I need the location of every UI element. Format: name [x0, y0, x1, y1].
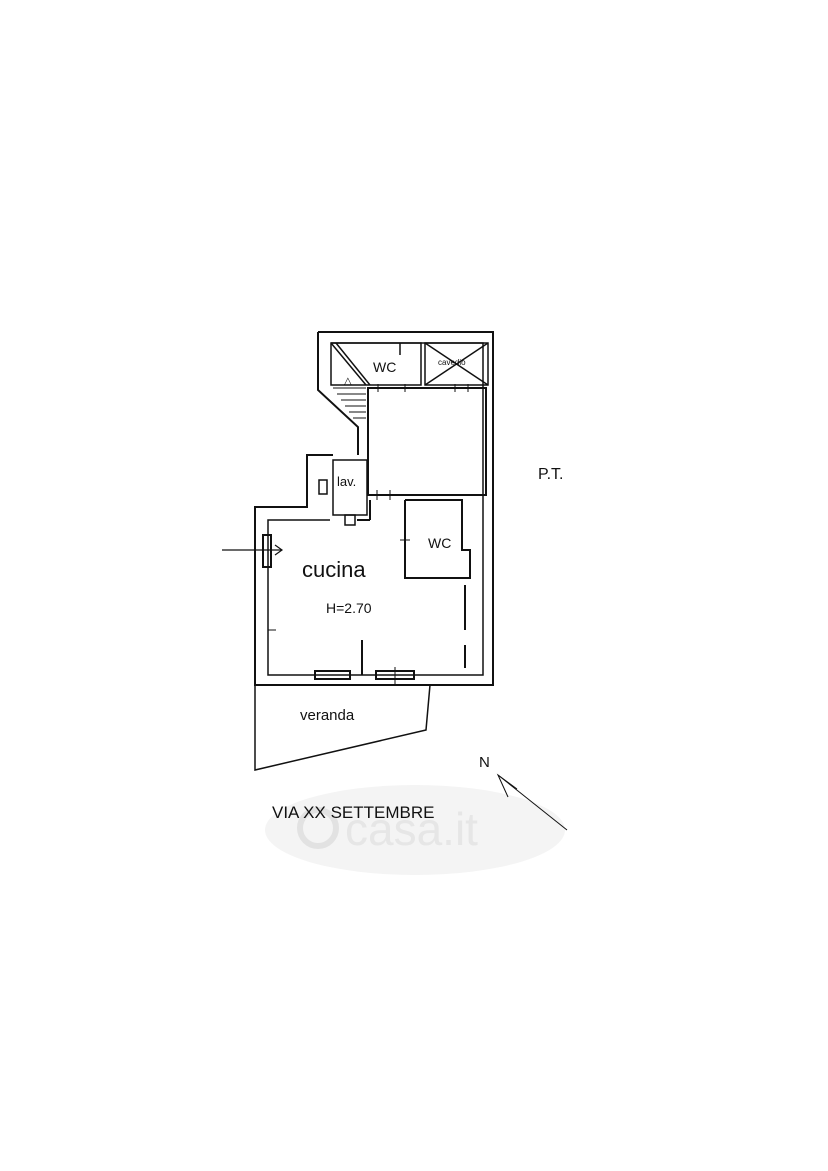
watermark-logo-icon: [297, 807, 339, 849]
watermark-text: casa.it: [345, 803, 478, 855]
staircase: [333, 387, 366, 419]
watermark: casa.it: [265, 785, 565, 875]
veranda: [254, 684, 431, 771]
lav-room: [318, 459, 368, 526]
wc-mid-room: [376, 490, 471, 579]
wc-top-room: [330, 342, 422, 386]
stair-arrow-icon: △: [344, 376, 352, 387]
floor-label: P.T.: [538, 466, 564, 483]
veranda-label: veranda: [300, 707, 355, 724]
cucina-height-label: H=2.70: [326, 600, 372, 616]
street-label: VIA XX SETTEMBRE: [272, 803, 435, 822]
north-label: N: [479, 754, 490, 771]
cucina-label: cucina: [302, 557, 366, 582]
cavedio-label: cavedio: [438, 358, 466, 367]
middle-room: [367, 384, 487, 496]
wc-top-label: WC: [373, 359, 396, 375]
cavedio-room: [424, 342, 489, 386]
entry-arrow-icon: [222, 544, 284, 556]
wc-mid-label: WC: [428, 535, 451, 551]
north-arrow-icon: [496, 773, 568, 831]
cucina-room: [262, 500, 466, 684]
lav-label: lav.: [337, 474, 356, 489]
